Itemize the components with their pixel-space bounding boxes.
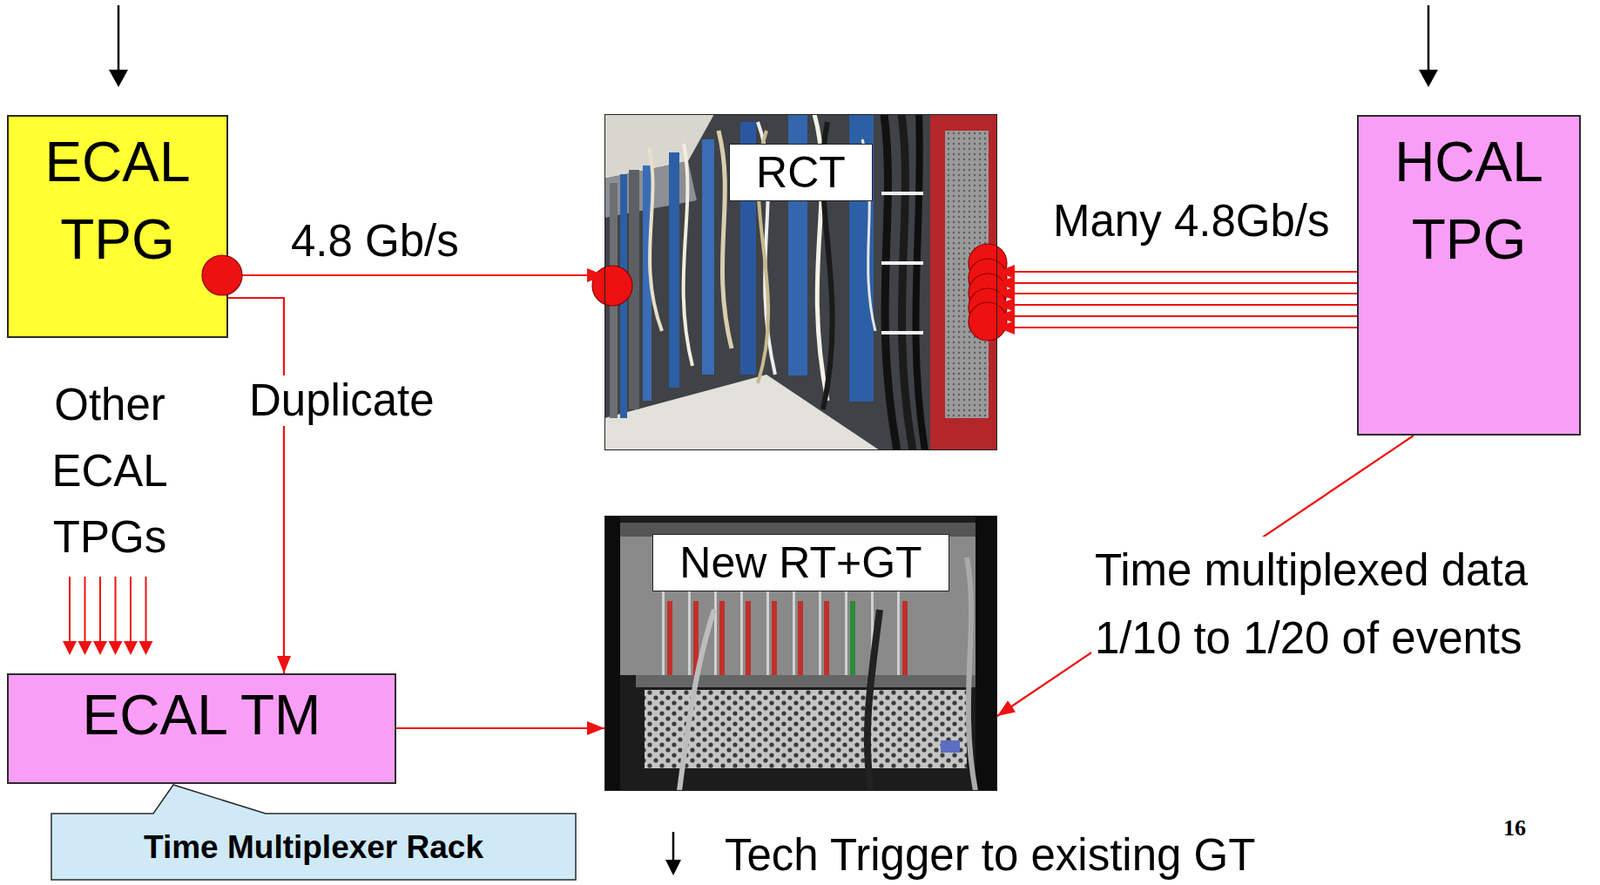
link-port-dot-part <box>968 302 1007 341</box>
other-tpg-arrows-part <box>114 576 117 645</box>
edge-label: Duplicate <box>245 375 439 426</box>
feed-arrow-part <box>117 5 121 74</box>
signal-connector <box>997 264 1357 335</box>
rt-gt-crate-photo-part <box>975 515 998 791</box>
feed-arrow-part <box>108 69 129 88</box>
page-number: 16 <box>1503 815 1526 842</box>
rt-gt-crate-photo-part <box>620 522 986 676</box>
other-tpg-arrows-part <box>139 641 154 655</box>
other-tpg-arrows-part <box>123 641 138 655</box>
connector-arrowhead <box>997 264 1015 335</box>
edge-label: 4.8 Gb/s <box>287 216 463 267</box>
multiplexer-box: ECAL TM <box>6 673 397 784</box>
crate-photo-node: New RT+GT <box>604 515 998 791</box>
connector-line <box>228 274 605 277</box>
output-note: Tech Trigger to existing GT <box>724 830 1256 881</box>
connector-arrowhead <box>587 268 605 283</box>
callout-outline-path <box>51 784 576 880</box>
rct-rack-photo-part <box>884 114 898 451</box>
other-tpg-arrows-part <box>78 641 93 655</box>
connector-line <box>396 727 605 730</box>
signal-connector <box>228 268 605 283</box>
link-port-dot <box>592 243 1007 341</box>
edge-label: Many 4.8Gb/s <box>1049 195 1333 247</box>
rt-gt-crate-photo-part <box>745 600 751 676</box>
photo-caption: New RT+GT <box>652 533 949 592</box>
photo-caption: RCT <box>729 143 873 202</box>
rack-photo-node: RCT <box>604 114 998 451</box>
rt-gt-crate-photo-part <box>719 600 725 676</box>
box-label: ECAL TPG <box>17 123 218 279</box>
rct-rack-photo-part <box>881 191 924 196</box>
other-tpg-arrows-part <box>145 576 148 645</box>
rt-gt-crate-photo-part <box>604 515 621 791</box>
rt-gt-crate-photo-part <box>635 675 976 688</box>
link-port-dot-part <box>592 265 633 306</box>
feed-arrow-part <box>1427 5 1431 74</box>
other-tpg-arrows-part <box>84 576 87 645</box>
feed-arrow-part <box>665 859 682 876</box>
rt-gt-crate-photo-part <box>667 600 673 676</box>
rct-rack-photo <box>604 114 998 451</box>
trigger-primitive-box: HCAL TPG <box>1356 114 1581 436</box>
feed-arrow-part <box>1418 69 1438 88</box>
other-tpg-arrows-part <box>99 576 102 645</box>
rt-gt-crate-photo-part <box>966 557 976 791</box>
rt-gt-crate-photo-part <box>850 600 856 676</box>
callout-text: Time Multiplexer Rack <box>143 828 484 866</box>
connector-arrowhead <box>997 700 1016 716</box>
callout-bubble: Time Multiplexer Rack <box>50 783 577 881</box>
trigger-primitive-box: ECAL TPG <box>6 114 229 338</box>
rt-gt-crate-photo <box>604 515 998 791</box>
rct-rack-photo-part <box>668 152 680 388</box>
edge-label: Time multiplexed data 1/10 to 1/20 of ev… <box>1091 536 1573 673</box>
rct-rack-photo-part <box>915 114 925 451</box>
other-tpg-arrows-part <box>108 641 123 655</box>
rct-rack-photo-part <box>683 143 693 366</box>
other-tpg-arrows-part <box>68 576 71 645</box>
rct-rack-photo-part <box>604 114 998 451</box>
source-note: Other ECAL TPGs <box>40 371 180 571</box>
signal-connector <box>396 721 605 736</box>
link-port-dot <box>200 253 244 298</box>
rct-rack-photo-part <box>648 148 662 331</box>
rt-gt-crate-photo-part <box>940 740 960 753</box>
rt-gt-crate-photo-part <box>679 609 715 791</box>
rt-gt-crate-photo-part <box>771 600 777 676</box>
box-label: HCAL TPG <box>1367 123 1571 279</box>
rt-gt-crate-photo-part <box>823 600 830 676</box>
other-tpg-arrows-part <box>62 641 77 655</box>
signal-connector <box>228 297 291 674</box>
rt-gt-crate-photo-part <box>797 600 804 676</box>
rt-gt-crate-photo-part <box>902 600 908 676</box>
other-tpg-arrows-part <box>129 576 132 645</box>
rct-rack-photo-part <box>901 114 913 451</box>
connector-line <box>997 271 1357 328</box>
connector-arrowhead <box>276 655 291 674</box>
other-tpg-arrows <box>62 576 154 655</box>
rct-rack-photo-part <box>881 261 924 265</box>
rct-rack-photo-part <box>881 330 924 335</box>
other-tpg-arrows-part <box>93 641 108 655</box>
rct-rack-photo-part <box>702 139 715 375</box>
rt-gt-crate-photo-part <box>604 515 998 791</box>
box-label: ECAL TM <box>82 682 322 748</box>
link-port-dot-circle <box>202 255 243 296</box>
rt-gt-crate-photo-part <box>867 609 880 791</box>
connector-arrowhead <box>587 721 605 736</box>
connector-line <box>228 297 284 674</box>
feed-arrow-part <box>672 831 676 863</box>
